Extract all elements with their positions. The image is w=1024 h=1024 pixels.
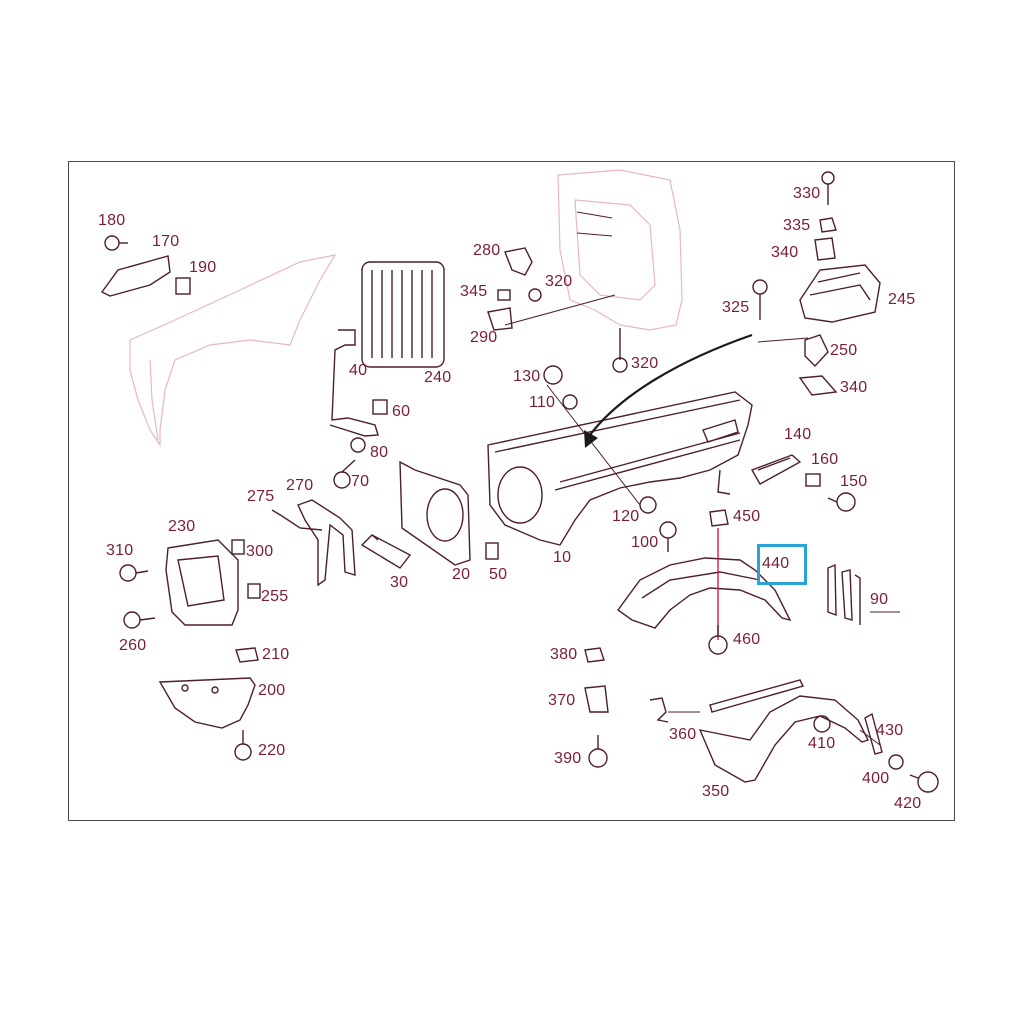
rack-part-245 bbox=[799, 264, 881, 323]
part-label[interactable]: 150 bbox=[840, 473, 868, 490]
part-label[interactable]: 80 bbox=[370, 444, 389, 461]
part-label[interactable]: 290 bbox=[470, 329, 498, 346]
part-label[interactable]: 420 bbox=[894, 795, 922, 812]
part-label[interactable]: 10 bbox=[553, 549, 572, 566]
part-label[interactable]: 260 bbox=[119, 637, 147, 654]
part-label[interactable]: 320 bbox=[545, 273, 573, 290]
part-label[interactable]: 430 bbox=[876, 722, 904, 739]
part-label[interactable]: 310 bbox=[106, 542, 134, 559]
part-label[interactable]: 240 bbox=[424, 369, 452, 386]
part-label[interactable]: 270 bbox=[286, 477, 314, 494]
part-label[interactable]: 190 bbox=[189, 259, 217, 276]
inner-fender-part-440 bbox=[617, 557, 792, 629]
diagram-frame bbox=[68, 161, 955, 821]
part-label[interactable]: 20 bbox=[452, 566, 471, 583]
part-label[interactable]: 275 bbox=[247, 488, 275, 505]
strip-part-270 bbox=[297, 499, 356, 587]
part-label[interactable]: 380 bbox=[550, 646, 578, 663]
rail-part-30 bbox=[360, 534, 412, 569]
part-label[interactable]: 340 bbox=[840, 379, 868, 396]
part-label[interactable]: 280 bbox=[473, 242, 501, 259]
cover-part-200 bbox=[158, 677, 256, 729]
part-label[interactable]: 350 bbox=[702, 783, 730, 800]
bracket-part-275 bbox=[271, 509, 323, 531]
part-label[interactable]: 110 bbox=[529, 394, 556, 411]
grille-part-240 bbox=[361, 261, 445, 368]
part-label[interactable]: 170 bbox=[152, 233, 180, 250]
part-label[interactable]: 50 bbox=[489, 566, 508, 583]
part-label[interactable]: 330 bbox=[793, 185, 821, 202]
part-label[interactable]: 230 bbox=[168, 518, 196, 535]
part-label[interactable]: 370 bbox=[548, 692, 576, 709]
ghost-vehicle-outline bbox=[129, 169, 683, 447]
part-label[interactable]: 160 bbox=[811, 451, 839, 468]
part-label[interactable]: 450 bbox=[733, 508, 761, 525]
part-label[interactable]: 200 bbox=[258, 682, 286, 699]
part-label[interactable]: 400 bbox=[862, 770, 890, 787]
seal-part-90 bbox=[827, 563, 861, 625]
part-label[interactable]: 390 bbox=[554, 750, 582, 767]
part-label[interactable]: 300 bbox=[246, 543, 274, 560]
part-label[interactable]: 30 bbox=[390, 574, 409, 591]
part-label[interactable]: 120 bbox=[612, 508, 640, 525]
part-label[interactable]: 40 bbox=[349, 362, 368, 379]
part-highlight-box bbox=[757, 544, 807, 585]
part-label[interactable]: 345 bbox=[460, 283, 488, 300]
housing-part-20 bbox=[399, 460, 471, 566]
part-label[interactable]: 320 bbox=[631, 355, 659, 372]
part-label[interactable]: 140 bbox=[784, 426, 812, 443]
direction-arrow bbox=[584, 333, 753, 448]
part-label[interactable]: 210 bbox=[262, 646, 290, 663]
fender-part-10 bbox=[487, 391, 753, 546]
part-label[interactable]: 60 bbox=[392, 403, 411, 420]
part-label[interactable]: 220 bbox=[258, 742, 286, 759]
part-label[interactable]: 90 bbox=[870, 591, 889, 608]
part-label-highlighted[interactable]: 440 bbox=[762, 555, 790, 572]
fasteners bbox=[104, 171, 939, 793]
part-label[interactable]: 100 bbox=[631, 534, 659, 551]
part-label[interactable]: 340 bbox=[771, 244, 799, 261]
clip-part-360 bbox=[649, 697, 669, 723]
surround-part-230 bbox=[165, 539, 239, 626]
part-label[interactable]: 180 bbox=[98, 212, 126, 229]
part-label[interactable]: 460 bbox=[733, 631, 761, 648]
part-label[interactable]: 410 bbox=[808, 735, 836, 752]
bracket-part-40 bbox=[329, 329, 379, 437]
part-label[interactable]: 325 bbox=[722, 299, 750, 316]
part-label[interactable]: 245 bbox=[888, 291, 916, 308]
part-label[interactable]: 335 bbox=[783, 217, 811, 234]
part-label[interactable]: 130 bbox=[513, 368, 541, 385]
part-label[interactable]: 70 bbox=[351, 473, 370, 490]
trim-part-170 bbox=[100, 255, 171, 297]
part-label[interactable]: 250 bbox=[830, 342, 858, 359]
part-label[interactable]: 255 bbox=[261, 588, 289, 605]
flare-part-350 bbox=[698, 679, 869, 783]
part-label[interactable]: 360 bbox=[669, 726, 697, 743]
